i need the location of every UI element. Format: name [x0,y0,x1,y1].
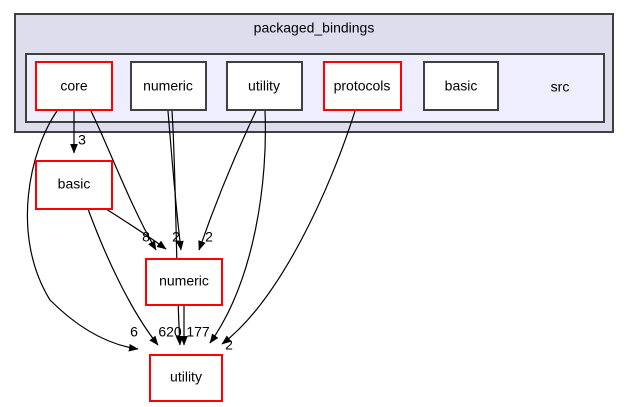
cluster-title: src [551,79,570,95]
edge-label-e-topnum-utility: 620 [158,324,182,340]
node-top-protocols[interactable]: protocols [323,61,402,111]
node-dep-utility[interactable]: utility [149,354,223,402]
node-dep-numeric[interactable]: numeric [145,258,223,306]
edge-e-core-utility [26,110,139,352]
node-box[interactable] [149,354,223,402]
node-box[interactable] [130,61,207,111]
edge-e-protocols-utility [221,110,356,345]
node-label: utility [248,78,280,94]
node-box[interactable] [35,160,113,210]
edge-e-topnum-utility [171,110,184,346]
edges-layer [26,110,356,352]
node-top-numeric[interactable]: numeric [130,61,207,111]
cluster-cluster-src: src [25,53,605,123]
edge-label-e-core-utility: 6 [130,324,138,340]
node-label: numeric [143,78,193,94]
node-label: basic [58,176,91,192]
edge-e-toputil-utility [209,110,266,344]
node-box[interactable] [35,61,113,111]
edge-labels-layer: 3 8 6 2 620 2 2 177 [78,132,233,353]
edge-label-e-toputil-numeric: 2 [205,229,213,245]
node-box[interactable] [323,61,402,111]
node-top-utility[interactable]: utility [226,61,303,111]
edge-e-topnum-numeric [167,110,184,251]
node-label: utility [170,369,202,385]
node-label: numeric [159,273,209,289]
node-box[interactable] [226,61,303,111]
edge-label-e-protocols-utility: 2 [225,337,233,353]
edge-label-e-numeric-utility: 177 [186,324,210,340]
node-top-basic[interactable]: basic [423,61,499,111]
edge-e-core-numeric [90,110,157,251]
edge-e-basic-numeric [105,208,167,250]
edge-e-basic-utility [87,208,159,346]
edge-label-e-core-basic: 3 [78,132,86,148]
node-label: basic [445,78,478,94]
node-label: core [60,78,87,94]
node-label: protocols [334,78,391,94]
node-top-core[interactable]: core [35,61,113,111]
cluster-title: packaged_bindings [254,20,375,36]
node-box[interactable] [145,258,223,306]
edge-label-e-topnum-numeric: 2 [172,229,180,245]
node-dep-basic[interactable]: basic [35,160,113,210]
cluster-box [25,53,605,123]
node-box[interactable] [423,61,499,111]
edge-label-e-core-numeric: 8 [142,229,150,245]
nodes-layer: core numeric utility protocols basic basic num… [35,61,499,402]
edge-e-toputil-numeric [198,110,257,251]
